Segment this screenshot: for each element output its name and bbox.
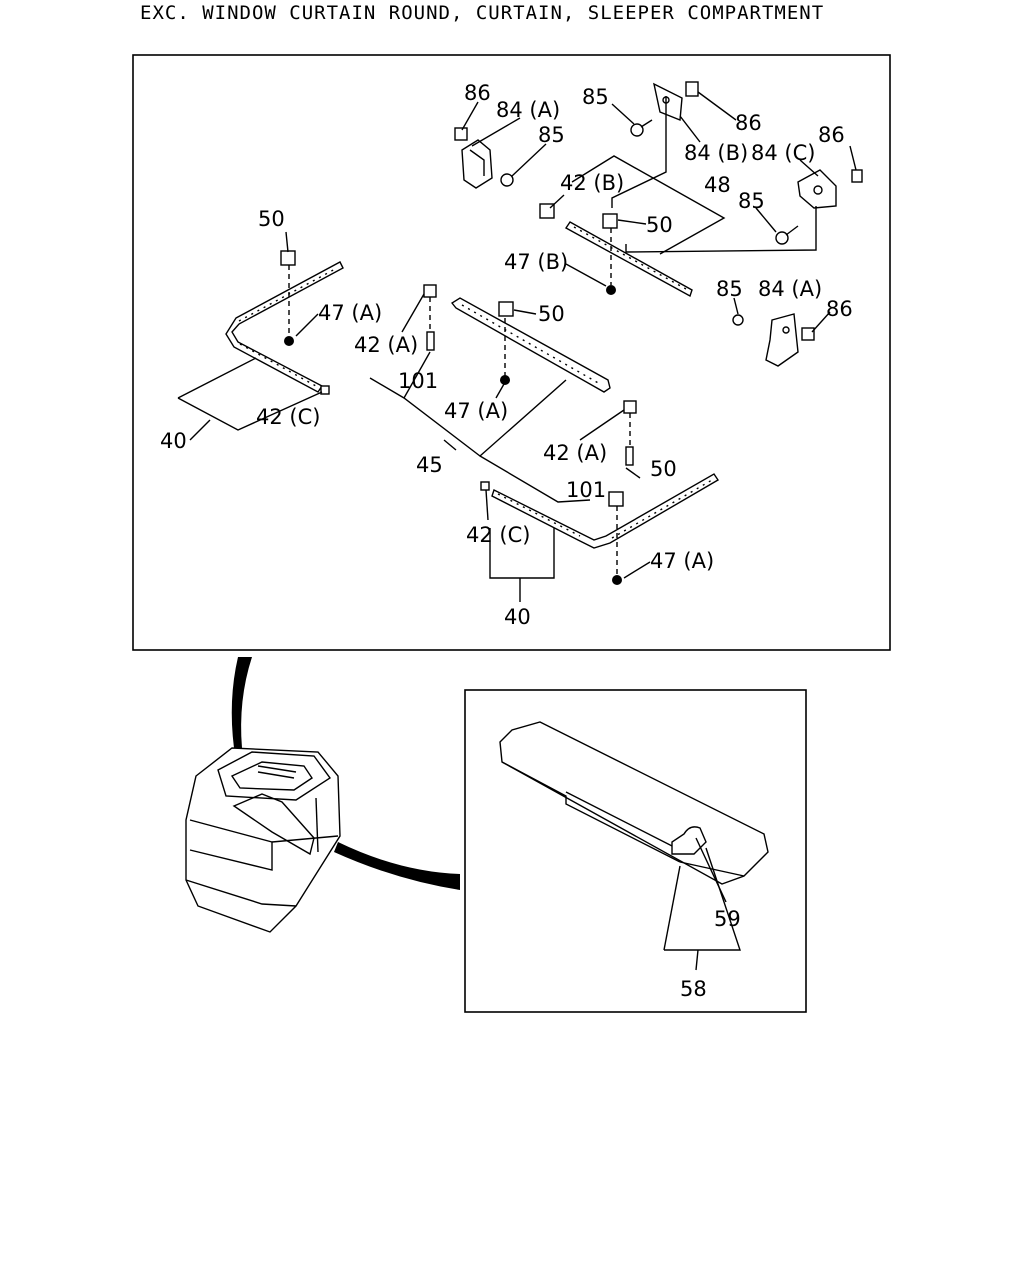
holder-50c (498, 301, 514, 317)
callout-42a-left: 42 (A) (354, 333, 418, 357)
clip-42a-left (423, 284, 437, 298)
clip-42c-left (320, 385, 330, 395)
bracket-84c (797, 169, 837, 209)
callout-47a-left: 47 (A) (318, 301, 382, 325)
callout-86-upper-right: 86 (818, 123, 845, 147)
holder-50a (280, 250, 296, 266)
curtain-rail-45 (450, 297, 611, 393)
callout-arc-main (231, 657, 252, 748)
screw-47a-left (284, 336, 294, 346)
callout-40-right: 40 (504, 605, 531, 629)
holder-50d (608, 491, 624, 507)
callout-86-upper-left: 86 (464, 81, 491, 105)
leader-lines (285, 91, 857, 579)
clip-86b (685, 81, 699, 97)
holder-50b (602, 213, 618, 229)
bracket-84b (653, 82, 683, 121)
callout-42a-right: 42 (A) (543, 441, 607, 465)
brace-48 (571, 96, 817, 255)
clip-86d (801, 327, 815, 341)
callout-45: 45 (416, 453, 443, 477)
screw-101-left (426, 331, 435, 351)
callout-85-lower-right: 85 (716, 277, 743, 301)
callout-84c: 84 (C) (751, 141, 815, 165)
callout-101-left: 101 (398, 369, 438, 393)
brace-40-left (177, 357, 323, 441)
clip-86a (454, 127, 468, 141)
callout-48: 48 (704, 173, 731, 197)
brace-45 (369, 351, 591, 503)
callout-86-upper-mid: 86 (735, 111, 762, 135)
main-diagram-frame (132, 54, 891, 651)
screw-85b (630, 119, 653, 137)
callout-85-right: 85 (738, 189, 765, 213)
curtain-rail-48 (564, 221, 693, 298)
brace-40-right (489, 528, 555, 602)
clip-86c (851, 169, 863, 183)
screw-47a-right (612, 575, 622, 585)
curtain-rail-40-left (225, 261, 344, 393)
callout-42c-left: 42 (C) (256, 405, 320, 429)
callout-84a-upper: 84 (A) (496, 98, 560, 122)
clip-42c-right (480, 481, 490, 491)
screw-85a (500, 173, 514, 187)
callout-59: 59 (714, 907, 741, 931)
screw-85c (775, 225, 799, 245)
callout-arc-inset (334, 842, 460, 890)
callout-84a-lower: 84 (A) (758, 277, 822, 301)
bracket-84a-upper (461, 139, 493, 189)
callout-47a-right: 47 (A) (650, 549, 714, 573)
drop-lines (288, 228, 631, 575)
callout-101-right: 101 (566, 478, 606, 502)
curtain-inset-illustration (499, 721, 769, 885)
screw-47b (606, 285, 616, 295)
callout-86-lower-right: 86 (826, 297, 853, 321)
callout-42c-right: 42 (C) (466, 523, 530, 547)
callout-50-upper-left: 50 (258, 207, 285, 231)
callout-40-left: 40 (160, 429, 187, 453)
callout-85-upper-left: 85 (538, 123, 565, 147)
callout-50-upper-right: 50 (646, 213, 673, 237)
screw-101-right (625, 446, 634, 466)
callout-58: 58 (680, 977, 707, 1001)
truck-cab-illustration (185, 747, 341, 933)
page-title: EXC. WINDOW CURTAIN ROUND, CURTAIN, SLEE… (140, 2, 825, 24)
callout-85-upper-mid: 85 (582, 85, 609, 109)
callout-42b: 42 (B) (560, 171, 624, 195)
bracket-84a-lower (765, 313, 799, 367)
clip-42a-right (623, 400, 637, 414)
callout-50-mid: 50 (538, 302, 565, 326)
callout-47a-mid: 47 (A) (444, 399, 508, 423)
screw-47a-mid (500, 375, 510, 385)
screw-85d (732, 314, 744, 326)
callout-84b: 84 (B) (684, 141, 748, 165)
callout-50-lower: 50 (650, 457, 677, 481)
callout-47b: 47 (B) (504, 250, 568, 274)
curtain-rail-40-right (491, 473, 719, 549)
inset-frame (464, 689, 807, 1013)
leader-lines-inset (663, 837, 741, 971)
